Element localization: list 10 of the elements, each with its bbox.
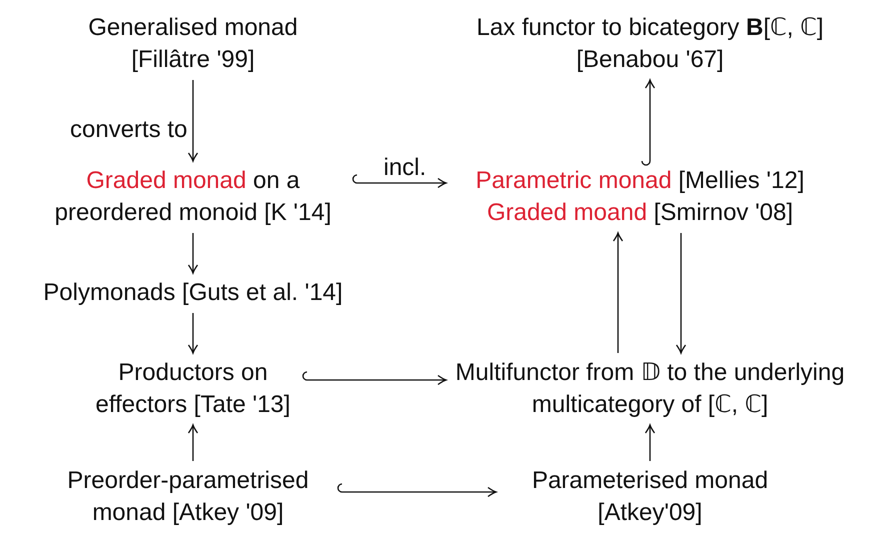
- node-text: Productors on effectors [Tate '13]: [83, 357, 303, 421]
- node-text: Parametric monad [Mellies '12]: [474, 166, 806, 196]
- node-text: Polymonads [Guts et al. '14]: [0, 277, 393, 309]
- node-text: Graded moand [Smirnov '08]: [486, 198, 794, 228]
- node-text: Generalised monad [Fillâtre '99]: [68, 12, 318, 76]
- node-text: Multifunctor from 𝔻 to the underlying multicategory of [ℂ, ℂ]: [450, 357, 850, 421]
- node-text: Parameterised monad [Atkey'09]: [500, 465, 800, 529]
- node-text: Lax functor to bicategory B[ℂ, ℂ] [Benabou '67]: [425, 12, 872, 76]
- node-text: Preorder-parametrised monad [Atkey '09]: [38, 465, 338, 529]
- node-text: Graded monad on a preordered monoid [K '14]: [54, 166, 332, 228]
